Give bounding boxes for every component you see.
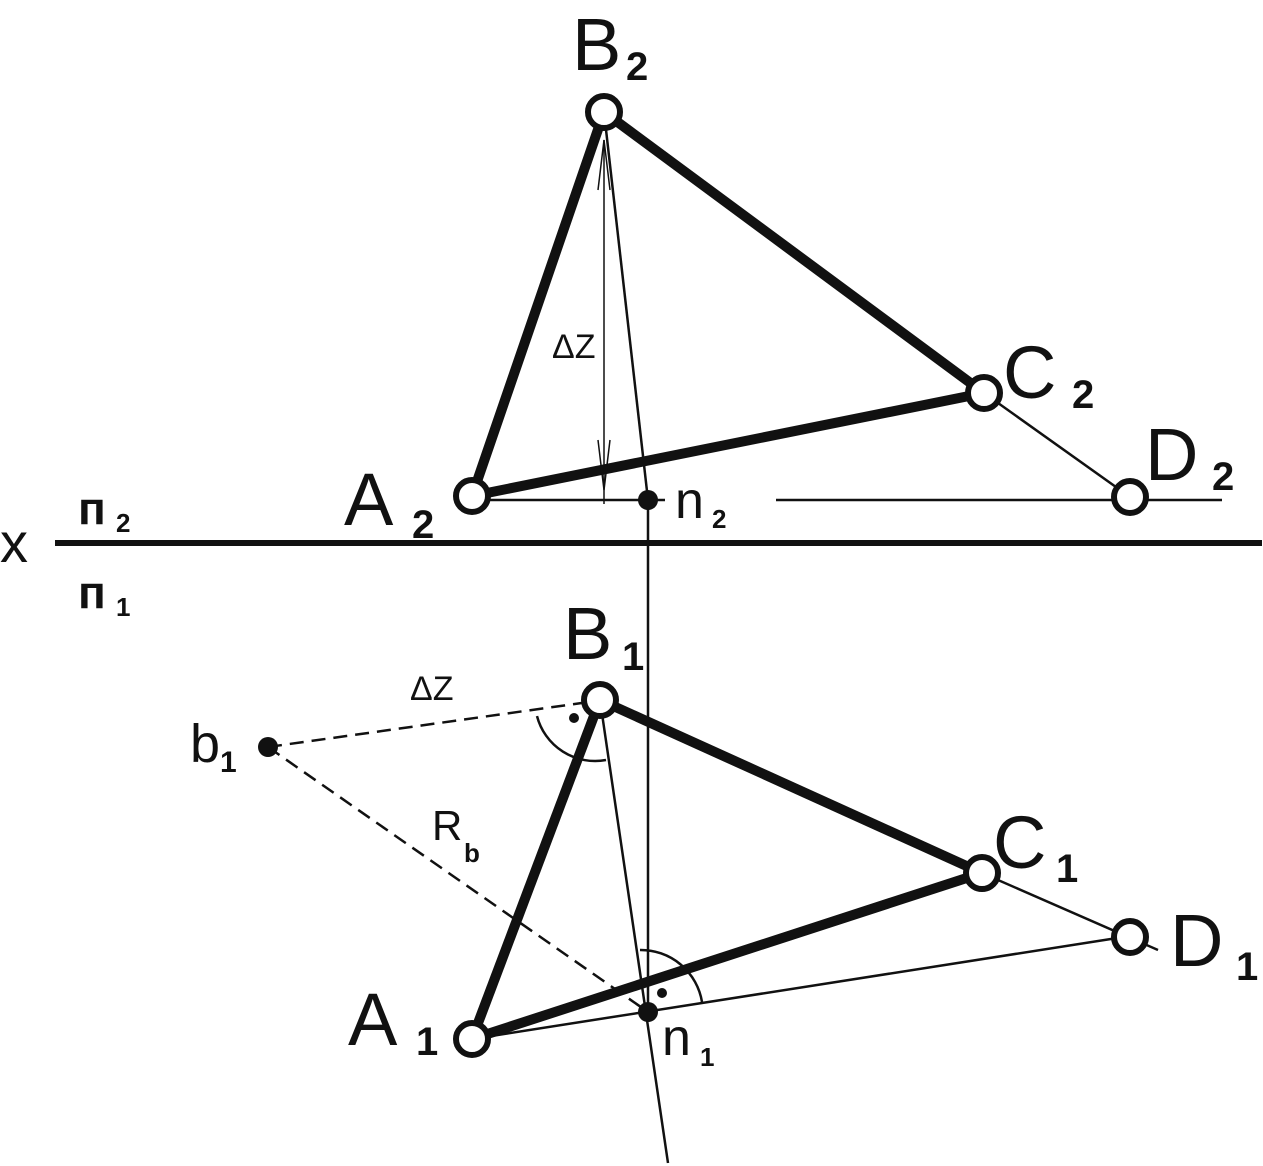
dashed-b1-B1 xyxy=(267,699,597,749)
right-angle-dot-n1 xyxy=(657,988,667,998)
label-a2-sub: 2 xyxy=(412,503,434,547)
point-a2 xyxy=(453,477,491,515)
point-c2 xyxy=(965,374,1003,412)
label-a1-sub: 1 xyxy=(416,1020,438,1064)
point-n1 xyxy=(638,1002,658,1022)
label-d1-sub: 1 xyxy=(1236,945,1258,989)
label-c2: C xyxy=(1003,331,1056,414)
point-n2 xyxy=(638,490,658,510)
label-b1-point: b xyxy=(190,714,220,774)
point-d2 xyxy=(1111,478,1149,516)
dz-arrow-top xyxy=(597,139,611,191)
right-angle-dot-b1 xyxy=(569,713,579,723)
label-b2: B xyxy=(572,3,621,86)
label-b1-sub: 1 xyxy=(622,635,644,679)
plane-label-p2-sub: 2 xyxy=(116,508,130,538)
label-a2: A xyxy=(344,458,394,541)
label-d1: D xyxy=(1170,899,1223,982)
edge-a1-c1 xyxy=(470,868,984,1044)
label-a1: A xyxy=(348,978,398,1061)
edge-a1-b1 xyxy=(467,698,605,1041)
point-b1-small xyxy=(258,737,278,757)
plane-label-p1: п xyxy=(78,566,106,618)
label-n1-sub: 1 xyxy=(700,1042,714,1072)
label-b1-point-sub: 1 xyxy=(220,746,237,779)
label-c1: C xyxy=(993,801,1046,884)
right-angle-arc-n1 xyxy=(639,948,704,1003)
line-b2-n2 xyxy=(602,111,650,501)
label-d2-sub: 2 xyxy=(1212,455,1234,499)
point-c1 xyxy=(963,854,1001,892)
dashed-b1-n1 xyxy=(267,745,649,1014)
line-b1-n1 xyxy=(598,699,670,1164)
line-a1-d1 xyxy=(471,934,1131,1041)
edge-b1-c1 xyxy=(597,695,985,878)
edge-b2-c2 xyxy=(601,107,987,398)
line-c2-d2 xyxy=(983,391,1131,499)
point-d1 xyxy=(1111,918,1149,956)
dz-label-top: ΔZ xyxy=(410,670,453,708)
label-c2-sub: 2 xyxy=(1072,373,1094,417)
dz-label-front: ΔZ xyxy=(552,328,595,366)
plane-label-p1-sub: 1 xyxy=(116,592,130,622)
label-n1: n xyxy=(662,1009,691,1067)
edge-a2-b2 xyxy=(467,110,609,498)
label-c1-sub: 1 xyxy=(1056,847,1078,891)
point-b1 xyxy=(581,681,619,719)
label-n2: n xyxy=(675,472,704,530)
edge-a2-c2 xyxy=(471,388,985,501)
plane-label-p2: п xyxy=(78,482,106,534)
point-b2 xyxy=(585,93,623,131)
right-angle-arc-b1 xyxy=(535,715,607,763)
dz-arrow-bottom xyxy=(597,439,611,491)
label-n2-sub: 2 xyxy=(712,504,726,534)
axis-label-x: x xyxy=(0,511,28,574)
point-a1 xyxy=(453,1020,491,1058)
label-b2-sub: 2 xyxy=(626,45,648,89)
label-rb: R xyxy=(432,802,462,849)
label-rb-sub: b xyxy=(464,838,480,868)
label-d2: D xyxy=(1145,413,1198,496)
label-b1: B xyxy=(563,592,612,675)
